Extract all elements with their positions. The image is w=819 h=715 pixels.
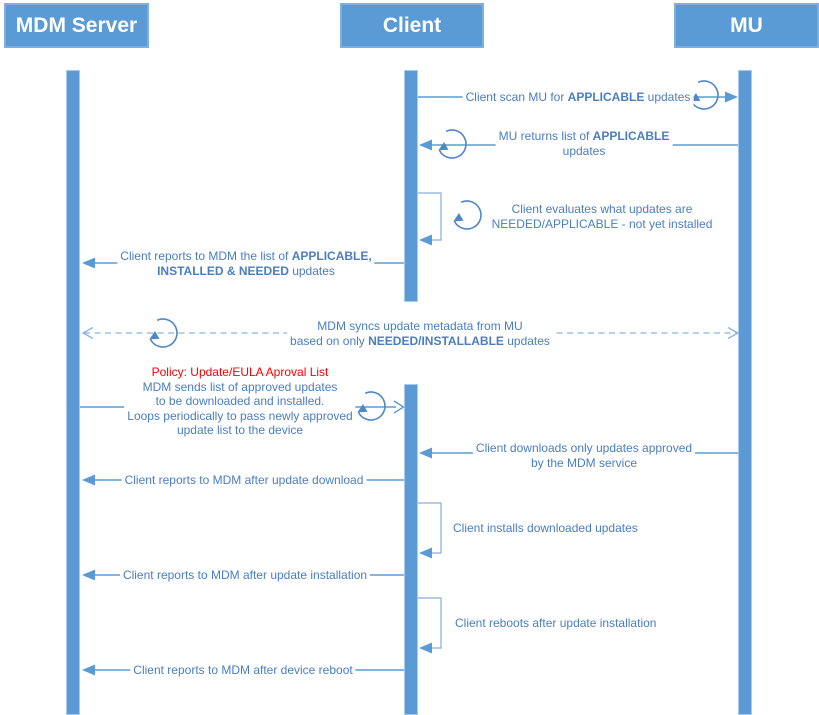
actor-mdm-server: MDM Server xyxy=(4,3,149,48)
self-message-reboot xyxy=(418,597,442,654)
self-message-evaluate xyxy=(418,192,442,246)
text-run: NEEDED/APPLICABLE - not yet installed xyxy=(491,216,713,231)
label-report-install: Client reports to MDM after update insta… xyxy=(119,568,371,583)
text-run: Client reports to MDM after device reboo… xyxy=(133,663,353,677)
actor-mdm-server-label: MDM Server xyxy=(15,13,138,37)
label-sync-metadata: MDM syncs update metadata from MU based … xyxy=(287,319,553,348)
label-line: update list to the device xyxy=(127,423,352,438)
text-run: update list to the device xyxy=(176,423,304,437)
text-run-bold: APPLICABLE xyxy=(592,129,670,143)
label-evaluate: Client evaluates what updates are NEEDED… xyxy=(488,202,716,232)
label-mu-returns: MU returns list of APPLICABLE updates xyxy=(495,129,673,159)
text-run: Loops periodically to pass newly approve… xyxy=(127,408,353,423)
label-line: to be downloaded and installed. xyxy=(127,394,352,409)
text-run-red: Policy: Update/EULA Aproval List xyxy=(151,365,329,379)
policy-line: Policy: Update/EULA Aproval List xyxy=(127,365,352,380)
text-run-bold: NEEDED/INSTALLABLE xyxy=(368,333,504,348)
text-run-bold: APPLICABLE, xyxy=(291,249,372,263)
label-line: MU returns list of APPLICABLE xyxy=(499,129,670,144)
label-line: Client downloads only updates approved xyxy=(476,441,692,456)
label-line: Client evaluates what updates are xyxy=(492,202,713,217)
label-line: Client reports to MDM after device reboo… xyxy=(133,663,352,678)
loop-icon xyxy=(357,391,386,421)
label-line: Client reports to MDM after update insta… xyxy=(123,568,367,583)
label-line: Loops periodically to pass newly approve… xyxy=(127,409,352,424)
label-line: NEEDED/APPLICABLE - not yet installed xyxy=(492,217,713,232)
text-run: updates xyxy=(288,263,335,278)
text-run: Client scan MU for xyxy=(465,90,568,104)
label-line: Client scan MU for APPLICABLE updates xyxy=(466,90,691,105)
label-report-list: Client reports to MDM the list of APPLIC… xyxy=(117,249,375,279)
text-run-bold: APPLICABLE xyxy=(567,90,645,104)
loop-icon xyxy=(149,318,178,348)
text-run: Client reports to MDM the list of xyxy=(120,249,292,263)
actor-mu-label: MU xyxy=(730,13,763,37)
lifeline-client-upper xyxy=(404,70,418,302)
actor-mu: MU xyxy=(674,3,819,48)
label-line: MDM syncs update metadata from MU xyxy=(290,319,550,334)
text-run: updates xyxy=(644,90,691,104)
loop-icon xyxy=(453,200,482,230)
text-run: updates xyxy=(562,143,606,158)
label-line: Client reports to MDM the list of APPLIC… xyxy=(120,249,371,264)
text-run: to be downloaded and installed. xyxy=(155,394,325,408)
text-run: Client reports to MDM after update insta… xyxy=(122,568,368,582)
text-run: Client evaluates what updates are xyxy=(511,202,693,216)
text-run: MDM syncs update metadata from MU xyxy=(317,319,523,333)
actor-client: Client xyxy=(340,3,484,48)
text-run-bold: INSTALLED & NEEDED xyxy=(157,263,289,278)
text-run: Client installs downloaded updates xyxy=(453,521,638,535)
label-line: by the MDM service xyxy=(476,456,692,471)
self-message-install xyxy=(418,502,442,559)
label-scan-mu: Client scan MU for APPLICABLE updates xyxy=(462,90,694,105)
label-line: Client reports to MDM after update downl… xyxy=(125,473,364,488)
text-run: MU returns list of xyxy=(498,129,593,143)
label-download-updates: Client downloads only updates approved b… xyxy=(472,441,696,471)
text-run: Client reports to MDM after update downl… xyxy=(124,473,364,487)
label-reboot: Client reboots after update installation xyxy=(452,616,660,631)
text-run: based on only xyxy=(290,333,369,348)
label-line: Client installs downloaded updates xyxy=(453,521,638,536)
label-policy-approved-list: Policy: Update/EULA Aproval List MDM sen… xyxy=(124,365,356,438)
label-install: Client installs downloaded updates xyxy=(450,521,641,536)
text-run: by the MDM service xyxy=(530,455,638,470)
text-run: Client reboots after update installation xyxy=(455,616,657,630)
loop-icon xyxy=(438,129,467,159)
label-line: Client reboots after update installation xyxy=(455,616,656,631)
actor-client-label: Client xyxy=(382,13,442,37)
label-line: updates xyxy=(499,144,670,159)
text-run: updates xyxy=(503,333,550,348)
text-run: Client downloads only updates approved xyxy=(475,441,693,455)
text-run: MDM sends list of approved updates xyxy=(142,379,338,394)
label-line: INSTALLED & NEEDED updates xyxy=(120,264,371,279)
label-report-download: Client reports to MDM after update downl… xyxy=(121,473,367,488)
label-line: based on only NEEDED/INSTALLABLE updates xyxy=(290,334,550,349)
label-report-reboot: Client reports to MDM after device reboo… xyxy=(130,663,356,678)
label-line: MDM sends list of approved updates xyxy=(127,380,352,395)
